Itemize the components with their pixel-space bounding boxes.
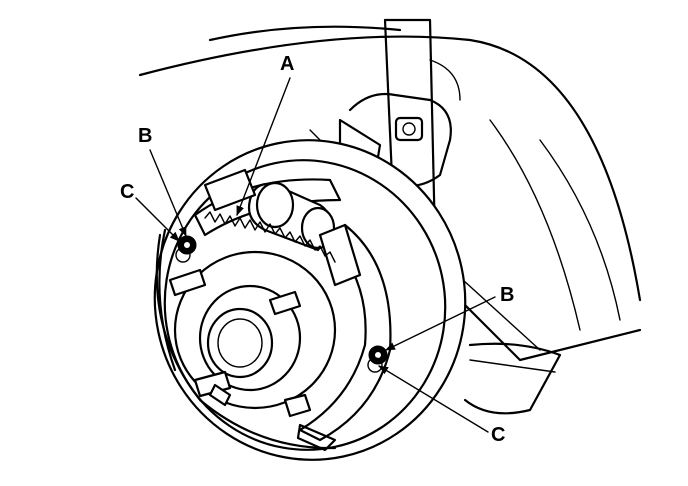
hold-down-lower: [367, 345, 388, 373]
callout-c-lower: C: [491, 424, 505, 446]
wheel-hub: [168, 250, 337, 418]
callout-b-lower: B: [500, 284, 514, 306]
callout-c-upper: C: [120, 181, 134, 203]
leader-lines: [135, 77, 496, 433]
return-spring: [204, 211, 336, 263]
callout-b-upper: B: [138, 125, 152, 147]
wheel-cylinder: [203, 168, 362, 287]
axle-beam: [463, 342, 562, 415]
hold-down-upper: [175, 235, 197, 263]
callout-a: A: [280, 53, 294, 75]
